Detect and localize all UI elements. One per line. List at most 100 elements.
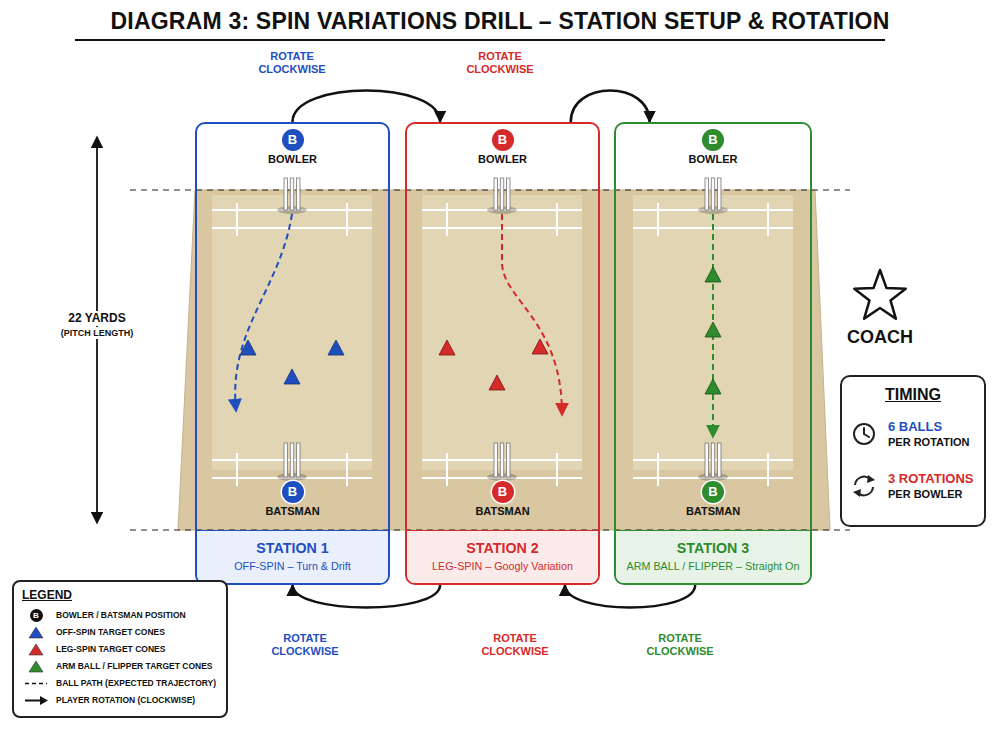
station-subtitle: OFF-SPIN – Turn & Drift [201,558,384,574]
legend-sample [22,676,50,691]
player-position: B BATSMAN [668,481,758,518]
pitch [212,178,372,486]
dimension-label: 22 YARDS [65,311,128,326]
station-footer: STATION 3ARM BALL / FLIPPER – Straight O… [616,530,810,583]
legend-swatch [29,644,43,655]
legend-row: OFF-SPIN TARGET CONES [22,624,216,641]
station-title: STATION 3 [620,538,806,558]
legend-arrow-shaft [25,700,41,702]
coach-label: COACH [835,326,925,348]
ball-path [502,214,562,414]
rotation-label: ROTATE CLOCKWISE [271,632,338,658]
rotate-head [853,489,861,497]
target-cones [705,267,721,394]
legend-text: BALL PATH (EXPECTED TRAJECTORY) [56,678,216,689]
clock-face [854,424,874,444]
legend-sample [22,642,50,657]
legend-box: LEGEND B BOWLER / BATSMAN POSITION OFF-SPIN… [12,580,228,718]
position-label: BATSMAN [248,505,338,518]
position-label: BOWLER [248,153,338,166]
timing-box: TIMING 6 BALLSPER ROTATION 3 ROTATIONSPER … [840,375,986,527]
legend-arrow-head [40,696,48,705]
legend-text: OFF-SPIN TARGET CONES [56,627,165,638]
legend-sample [22,693,50,708]
position-marker: B [702,481,724,503]
station-subtitle: LEG-SPIN – Googly Variation [411,558,594,574]
legend-text: LEG-SPIN TARGET CONES [56,644,165,655]
timing-text: 6 BALLS [888,419,978,435]
station-title: STATION 2 [411,538,594,558]
pitch [633,178,793,486]
timing-title: TIMING [848,385,978,405]
legend-sample-svg [23,625,49,640]
legend-row: BALL PATH (EXPECTED TRAJECTORY) [22,675,216,692]
timing-text: PER ROTATION [888,435,978,449]
station-footer: STATION 1OFF-SPIN – Turn & Drift [197,530,388,583]
dimension-note: (PITCH LENGTH) [58,327,137,339]
legend-row: B BOWLER / BATSMAN POSITION [22,607,216,624]
legend-text: PLAYER ROTATION (CLOCKWISE) [56,695,195,706]
legend-sample-svg [23,693,49,708]
rotation-arrow [571,91,650,123]
legend-text: BOWLER / BATSMAN POSITION [56,610,186,621]
legend-sample-svg [23,659,49,674]
rotation-arrow [565,585,695,608]
position-marker: B [702,129,724,151]
target-cones [439,339,548,390]
station-box: STATION 3ARM BALL / FLIPPER – Straight O… [614,122,812,585]
coach-star: COACH [835,266,925,348]
pitch [422,178,582,486]
player-position: B BOWLER [248,129,338,166]
legend-swatch [29,661,43,672]
rotate-head [867,475,875,483]
star-outline [835,266,925,324]
title-underline [75,39,885,41]
diagram-title: DIAGRAM 3: SPIN VARIATIONS DRILL – STATI… [0,8,1000,35]
position-label: BATSMAN [458,505,548,518]
station-box: STATION 1OFF-SPIN – Turn & DriftBBOWLERB… [195,122,390,585]
station-footer: STATION 2LEG-SPIN – Googly Variation [407,530,598,583]
legend-sample [22,659,50,674]
legend-sample [22,625,50,640]
ball-path [235,214,292,410]
player-position: B BATSMAN [248,481,338,518]
position-label: BOWLER [668,153,758,166]
legend-dash [25,683,47,685]
timing-icons [844,377,884,527]
clock-hands [864,428,869,437]
clock-icon [854,424,874,444]
station-subtitle: ARM BALL / FLIPPER – Straight On [620,558,806,574]
legend-row: LEG-SPIN TARGET CONES [22,641,216,658]
rotation-arrow [293,585,441,608]
legend-title: LEGEND [22,588,216,603]
position-label: BATSMAN [668,505,758,518]
target-cones [240,340,344,384]
player-position: B BOWLER [668,129,758,166]
station-box: STATION 2LEG-SPIN – Googly VariationBBOW… [405,122,600,585]
position-marker: B [492,481,514,503]
legend-sample-svg [23,676,49,691]
legend-text: ARM BALL / FLIPPER TARGET CONES [56,661,212,672]
rotation-label: ROTATE CLOCKWISE [646,632,713,658]
position-marker: B [282,129,304,151]
legend-swatch [29,627,43,638]
legend-row: ARM BALL / FLIPPER TARGET CONES [22,658,216,675]
rotate-icon [853,475,875,497]
position-marker: B [282,481,304,503]
rotation-arrow [293,91,441,123]
legend-position-marker: B [30,609,43,622]
station-title: STATION 1 [201,538,384,558]
legend-row: PLAYER ROTATION (CLOCKWISE) [22,692,216,709]
rotation-label: ROTATE CLOCKWISE [466,50,533,76]
timing-text: 3 ROTATIONS [888,471,978,487]
star-shape [854,270,905,319]
timing-text: PER BOWLER [888,487,978,501]
rotation-label: ROTATE CLOCKWISE [481,632,548,658]
rotation-label: ROTATE CLOCKWISE [258,50,325,76]
position-marker: B [492,129,514,151]
legend-sample-svg [23,642,49,657]
legend-sample: B [22,608,50,623]
player-position: B BATSMAN [458,481,548,518]
